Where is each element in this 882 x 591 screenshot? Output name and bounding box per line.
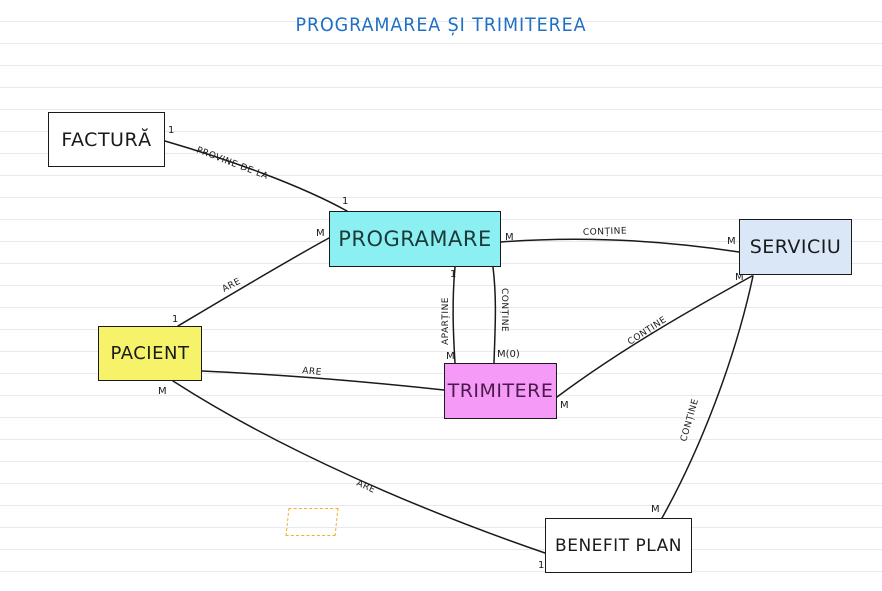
card-benefit-pacient-side: 1 <box>538 560 544 571</box>
label-benefit-serviciu: CONȚINE <box>679 398 701 443</box>
entity-benefit-plan: BENEFIT PLAN <box>545 518 692 573</box>
card-pacient-benefit-side: M <box>158 386 167 397</box>
entity-programare: PROGRAMARE <box>329 211 501 267</box>
label-pacient-benefit: ARE <box>355 479 377 496</box>
entity-factura: FACTURĂ <box>48 112 165 167</box>
card-programare-factura-side: 1 <box>342 196 348 207</box>
entity-serviciu: SERVICIU <box>739 219 852 275</box>
card-trimitere-serviciu-side: M <box>560 400 569 411</box>
label-programare-serviciu: CONȚINE <box>583 226 627 238</box>
card-programare-serviciu-side: M <box>505 232 514 243</box>
entity-pacient: PACIENT <box>98 326 202 381</box>
label-trimitere-programare-apartine: APARȚINE <box>441 297 451 345</box>
line-programare-serviciu <box>500 238 740 253</box>
label-programare-trimitere-contine: CONȚINE <box>499 288 509 332</box>
card-trimitere-contine-side: M(0) <box>497 349 520 360</box>
line-programare-trimitere-contine <box>492 266 497 364</box>
label-trimitere-serviciu: CONȚINE <box>626 315 668 347</box>
card-trimitere-apartine-side: M <box>446 351 455 362</box>
card-serviciu-trimitere-side: M <box>735 272 744 283</box>
line-trimitere-programare-apartine <box>452 266 456 364</box>
card-programare-apartine-side: 1 <box>450 269 456 280</box>
card-pacient-programare-side: 1 <box>172 314 178 325</box>
line-trimitere-serviciu <box>556 275 753 398</box>
line-pacient-trimitere <box>201 370 445 391</box>
label-pacient-trimitere: ARE <box>302 366 323 378</box>
line-benefit-serviciu <box>661 275 754 519</box>
line-pacient-programare <box>177 237 330 327</box>
card-serviciu-programare-side: M <box>727 236 736 247</box>
sticky-note-outline <box>285 508 339 536</box>
entity-trimitere: TRIMITERE <box>444 363 557 419</box>
line-pacient-benefit <box>172 380 546 554</box>
card-benefit-serviciu-side: M <box>651 504 660 515</box>
card-factura-side: 1 <box>168 125 174 136</box>
line-factura-programare <box>164 140 348 212</box>
card-programare-pacient-side: M <box>316 228 325 239</box>
diagram-title: PROGRAMAREA ȘI TRIMITEREA <box>295 14 587 36</box>
label-pacient-programare: ARE <box>221 277 243 295</box>
label-factura-programare: PROVINE DE LA <box>195 145 270 182</box>
